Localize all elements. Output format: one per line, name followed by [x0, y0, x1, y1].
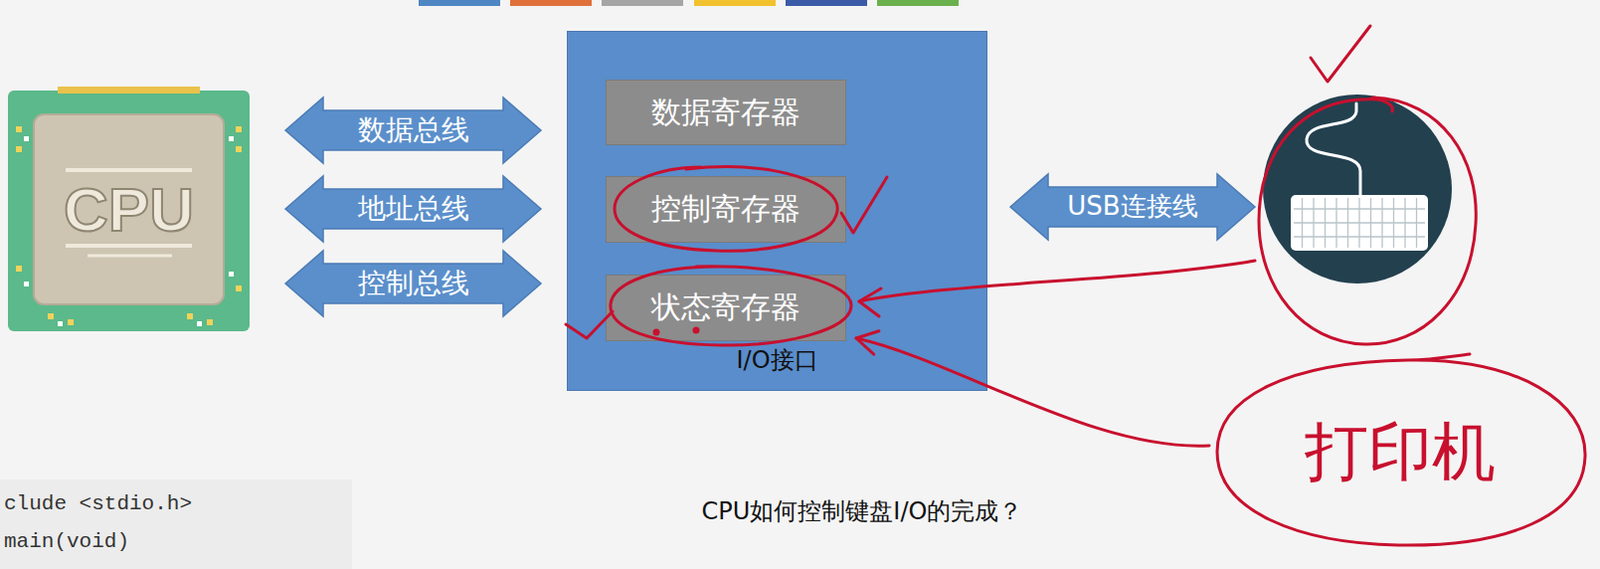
annotation-arrowhead [859, 288, 882, 317]
annotation-circle [614, 167, 838, 251]
keyboard-cable [1306, 103, 1361, 195]
key-gap [1293, 235, 1425, 237]
annotation-arrow [856, 331, 1210, 447]
node-text: 控制寄存器 [651, 188, 801, 230]
usb-arrow [1010, 174, 1255, 240]
key-gap [1293, 221, 1425, 223]
check-mark [841, 177, 888, 233]
annotation-circle [1258, 97, 1476, 345]
register-box: 状态寄存器 [605, 274, 847, 342]
bus-label: 控制总线 [354, 266, 474, 301]
keyboard-icon [1262, 94, 1452, 284]
keyboard-keys [1293, 197, 1425, 248]
node-text: 状态寄存器 [651, 287, 801, 329]
annotation-dot [693, 327, 701, 335]
node-text: CPU [63, 174, 194, 245]
caption: CPU如何控制键盘I/O的完成？ [702, 495, 1024, 528]
bus-label: 数据总线 [354, 113, 474, 148]
annotation-circle [610, 266, 852, 346]
bus-arrow [285, 176, 541, 242]
bus-arrow [285, 250, 541, 317]
code-panel [0, 479, 353, 569]
tab-bar [601, 0, 684, 6]
code-line: main(void) [3, 529, 130, 554]
io-interface: I/O接口 数据寄存器控制寄存器状态寄存器 [566, 30, 988, 391]
check-mark [1310, 25, 1371, 82]
node-text: 打印机 [1304, 408, 1496, 496]
bus-arrow-shape [285, 97, 541, 164]
bus-label: 地址总线 [354, 191, 474, 226]
bus-arrow [285, 97, 541, 164]
node-text: I/O接口 [735, 344, 818, 376]
annotation-dot [653, 329, 661, 337]
tab-bar [877, 0, 959, 6]
check-mark [565, 311, 613, 339]
annotation-arrow [859, 260, 1255, 302]
bus-arrow-shape [285, 176, 541, 242]
register-box: 数据寄存器 [605, 79, 847, 146]
tab-bar [510, 0, 592, 6]
annotation-line [856, 338, 1210, 446]
bus-arrow-shape [285, 250, 541, 317]
code-line: clude <stdio.h> [3, 491, 192, 517]
printer-annotation: 打印机 [1209, 352, 1592, 551]
register-box: 控制寄存器 [605, 176, 847, 243]
key-gap [1293, 207, 1425, 209]
node-text: 数据寄存器 [651, 92, 801, 134]
tab-bar [418, 0, 501, 6]
cpu-chip: CPU [7, 86, 250, 332]
tab-bar [785, 0, 868, 6]
tab-bar [694, 0, 776, 6]
keyboard-body [1290, 194, 1428, 251]
connection-label: USB连接线 [1063, 190, 1202, 222]
arrowhead [856, 331, 880, 355]
